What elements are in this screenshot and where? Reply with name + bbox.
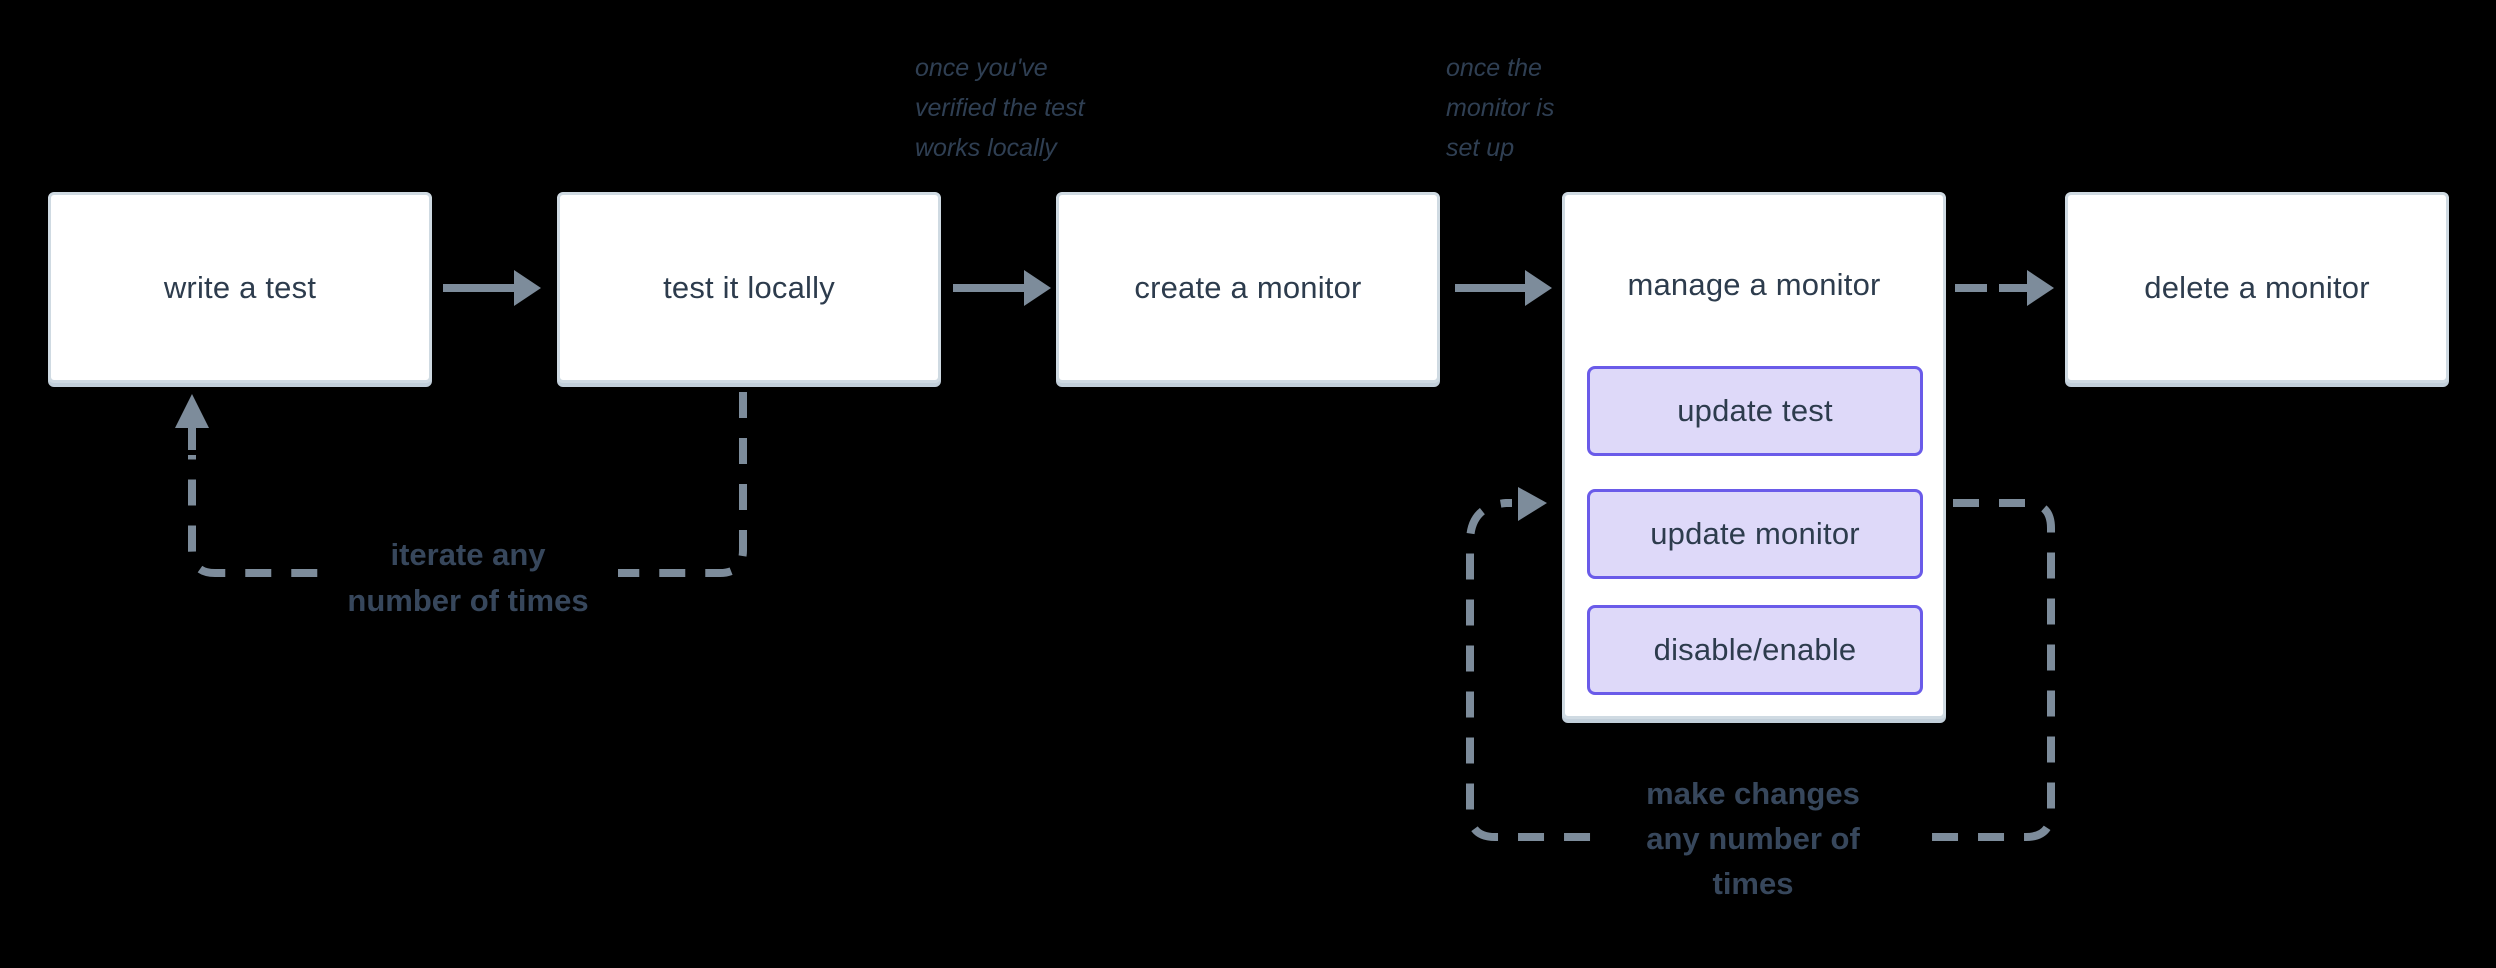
arrow-test-to-create bbox=[953, 270, 1051, 306]
node-create-a-monitor: create a monitor bbox=[1056, 192, 1440, 383]
node-label: manage a monitor bbox=[1627, 267, 1881, 302]
action-update-monitor: update monitor bbox=[1587, 489, 1923, 579]
annotation-monitor-set-up: once the monitor is set up bbox=[1446, 54, 1555, 162]
action-update-test: update test bbox=[1587, 366, 1923, 456]
node-manage-a-monitor: manage a monitor update test update moni… bbox=[1562, 192, 1946, 719]
node-delete-a-monitor: delete a monitor bbox=[2065, 192, 2449, 383]
action-disable-enable: disable/enable bbox=[1587, 605, 1923, 695]
node-test-it-locally: test it locally bbox=[557, 192, 941, 383]
arrow-create-to-manage bbox=[1455, 270, 1552, 306]
node-label: test it locally bbox=[663, 269, 835, 305]
arrow-write-to-test bbox=[443, 270, 541, 306]
node-label: create a monitor bbox=[1134, 269, 1362, 305]
annotation-verified-locally: once you've verified the test works loca… bbox=[915, 54, 1085, 162]
node-label: delete a monitor bbox=[2144, 269, 2370, 305]
arrow-manage-to-delete-dashed bbox=[1955, 270, 2054, 306]
label-make-changes-loop: make changes any number of times bbox=[1592, 771, 1914, 906]
node-write-a-test: write a test bbox=[48, 192, 432, 383]
label-iterate-loop: iterate any number of times bbox=[318, 532, 618, 624]
node-label: write a test bbox=[163, 269, 317, 305]
